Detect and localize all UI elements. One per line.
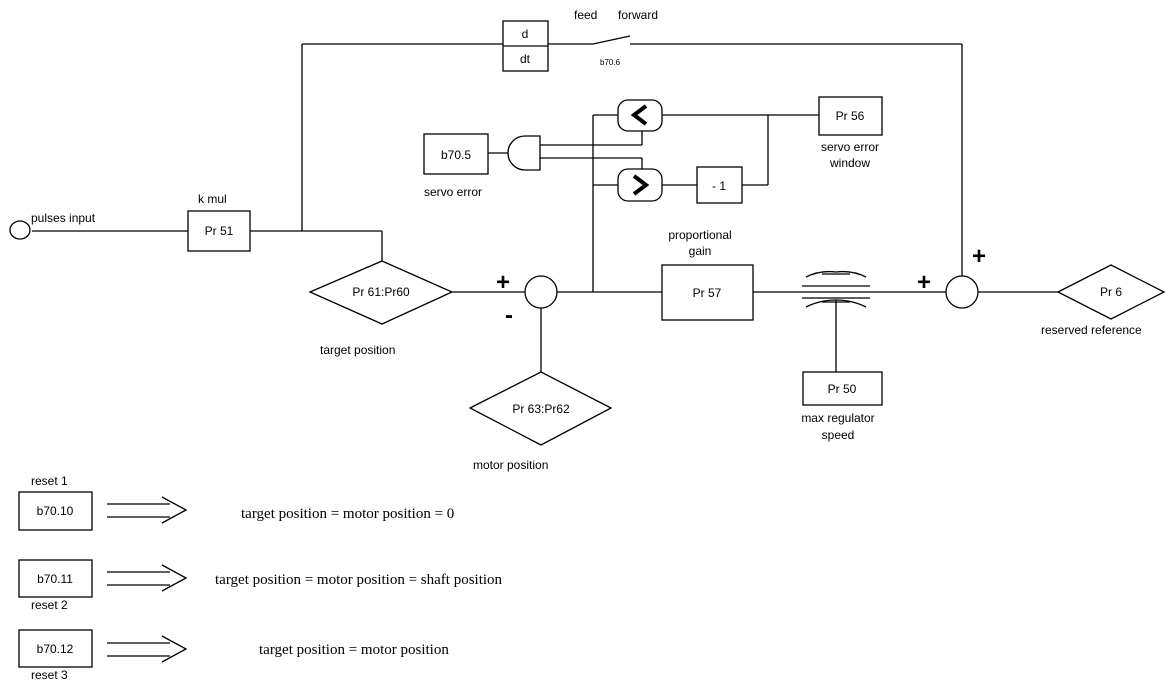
target-position-diamond [308,260,454,325]
servo-window-caption-2: window [829,156,870,170]
kmul-title: k mul [198,192,227,206]
reset-2-bit: b70.11 [37,572,73,586]
reserved-reference-diamond [1056,264,1166,320]
reset-3: b70.12 reset 3 target position = motor p… [18,629,449,682]
limiter-block [802,371,883,406]
servo-error-bit: b70.5 [441,148,471,162]
error-summing-junction [524,275,558,309]
reset-3-bit: b70.12 [37,642,74,656]
gain-block [661,264,754,321]
reset-2-text: target position = motor position = shaft… [215,572,503,588]
output-caption: reserved reference [1041,323,1142,337]
reset-2: b70.11 reset 2 target position = motor p… [18,559,503,612]
output-summing-junction [945,275,979,309]
signal-lines [32,35,1058,663]
sum2-plus-left: + [917,269,931,296]
motor-param: Pr 63:Pr62 [512,402,570,416]
servo-window-param: Pr 56 [836,109,865,123]
reset-1-bit: b70.10 [37,504,74,518]
gain-caption-2: gain [689,244,712,258]
negate-block [696,166,743,204]
reset-1-name: reset 1 [31,474,68,488]
feed-forward-bit: b70.6 [600,58,621,67]
target-caption: target position [320,343,395,357]
servo-window-caption-1: servo error [821,140,879,154]
target-param: Pr 61:Pr60 [352,285,410,299]
reset-3-name: reset 3 [31,668,68,682]
negate-label: - 1 [712,179,726,193]
input-terminal [9,220,31,240]
feed-label: feed [574,8,597,22]
derivative-top: d [522,27,529,41]
reset-1-bit-block [18,491,93,531]
motor-caption: motor position [473,458,548,472]
gain-caption-1: proportional [668,228,731,242]
sum1-plus: + [496,269,510,296]
less-than-comparator [617,99,663,132]
servo-error-bit-block [423,133,489,175]
sum1-minus: - [505,302,513,329]
servo-error-caption: servo error [424,185,482,199]
reset-3-text: target position = motor position [259,642,449,658]
reset-2-name: reset 2 [31,598,68,612]
sum2-plus-top: + [972,243,986,270]
motor-position-diamond [468,371,613,446]
limiter-caption-1: max regulator [801,411,874,425]
kmul-block [187,210,251,252]
servo-window-block [818,96,883,136]
greater-than-comparator [617,168,663,202]
kmul-param: Pr 51 [205,224,234,238]
reset-3-bit-block [18,629,93,668]
limiter-caption-2: speed [822,428,855,442]
input-label: pulses input [31,211,96,225]
gain-param: Pr 57 [693,286,722,300]
speed-limiter-symbol [802,270,870,308]
reset-2-bit-block [18,559,93,598]
derivative-bottom: dt [520,52,531,66]
and-gate [507,135,541,171]
reset-1-text: target position = motor position = 0 [241,506,454,522]
limiter-param: Pr 50 [828,382,857,396]
output-param: Pr 6 [1100,285,1122,299]
reset-1: reset 1 b70.10 target position = motor p… [18,474,454,531]
forward-label: forward [618,8,658,22]
